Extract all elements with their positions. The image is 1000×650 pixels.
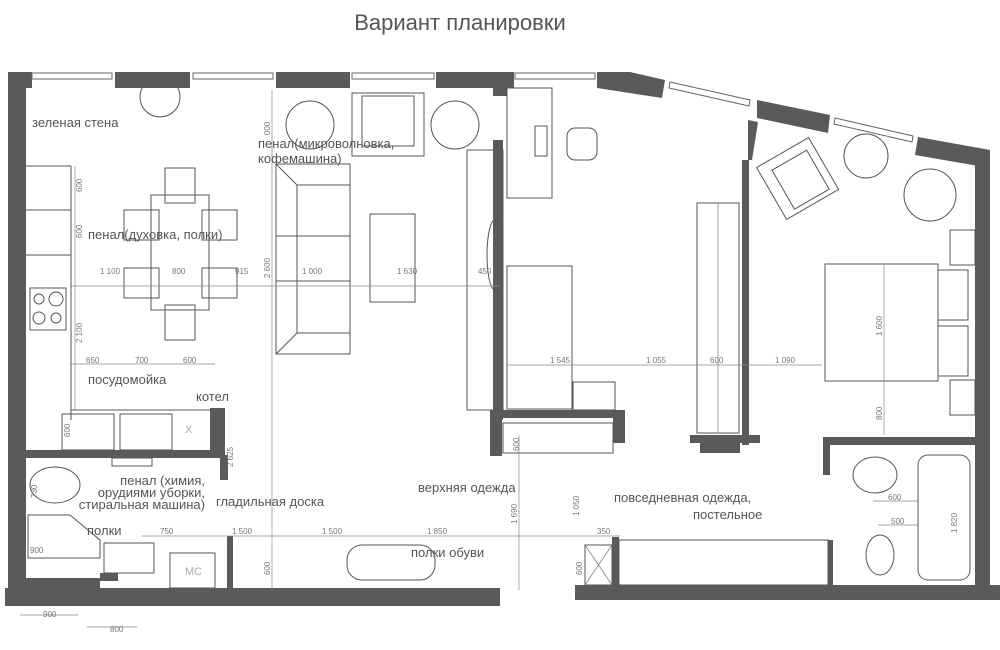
dimension: 600 xyxy=(575,561,584,575)
dimension: 600 xyxy=(63,423,72,437)
dimension: 600 xyxy=(888,493,902,502)
label-shelves: полки xyxy=(87,523,122,538)
dimension: 900 xyxy=(43,610,57,619)
dimension: 600 xyxy=(263,561,272,575)
bed-child xyxy=(506,265,616,411)
label-utility: пенал (химия, xyxy=(120,473,205,488)
label-utility-3: стиральная машина) xyxy=(79,497,205,512)
dimension: 800 xyxy=(875,406,884,420)
dimension: 1 500 xyxy=(232,527,253,536)
double-bed xyxy=(824,229,976,416)
dimension: 600 xyxy=(183,356,197,365)
dimension: 1 500 xyxy=(322,527,343,536)
dimension: 600 xyxy=(75,224,84,238)
coffee-table xyxy=(369,213,416,303)
dimension: 2 600 xyxy=(263,257,272,278)
kitchen-counter xyxy=(26,165,210,467)
dimension: 800 xyxy=(110,625,124,634)
page-title: Вариант планировки xyxy=(354,10,566,35)
label-washer: МС xyxy=(185,566,202,578)
dimension: 800 xyxy=(172,267,186,276)
dimension-lines xyxy=(20,90,918,628)
label-shoes: полки обуви xyxy=(411,545,484,560)
dimension: 650 xyxy=(86,356,100,365)
dimension: 1 000 xyxy=(302,267,323,276)
plants xyxy=(139,76,957,222)
dimension: 1 090 xyxy=(775,356,796,365)
dimension: 700 xyxy=(135,356,149,365)
dimension: 1 600 xyxy=(875,315,884,336)
label-utility-2: орудиями уборки, xyxy=(98,485,205,500)
dimension: 350 xyxy=(597,527,611,536)
annotations: зеленая стена пенал(микроволновка, кофем… xyxy=(32,115,762,578)
label-microwave: пенал(микроволновка, xyxy=(258,136,394,151)
dimension: 1 630 xyxy=(397,267,418,276)
armchair-bedroom xyxy=(755,136,840,221)
dimension: 1 820 xyxy=(950,512,959,533)
dimension: 1 050 xyxy=(572,495,581,516)
dimension: 1 850 xyxy=(427,527,448,536)
round-table xyxy=(843,133,889,179)
desk xyxy=(506,87,598,199)
label-x: X xyxy=(185,424,193,436)
dimension: 1 055 xyxy=(646,356,667,365)
dimensions: 600 600 1 100 800 915 2 600 1 000 1 630 … xyxy=(30,121,959,634)
dimension: 600 xyxy=(710,356,724,365)
dimension: 730 xyxy=(30,484,39,498)
label-oven: пенал(духовка, полки) xyxy=(88,227,222,242)
armchair xyxy=(351,92,425,157)
dimension: 450 xyxy=(478,267,492,276)
label-ironing: гладильная доска xyxy=(216,494,325,509)
dining-table xyxy=(123,167,238,341)
label-green-wall: зеленая стена xyxy=(32,115,119,130)
label-casual: повседневная одежда, xyxy=(614,490,751,505)
label-microwave-2: кофемашина) xyxy=(258,151,342,166)
dimension: 1 100 xyxy=(100,267,121,276)
wardrobe-bedroom xyxy=(696,202,740,434)
dimension: 600 xyxy=(512,437,521,451)
dimension: 900 xyxy=(30,546,44,555)
closets xyxy=(502,422,829,586)
label-dishwasher: посудомойка xyxy=(88,372,167,387)
bathroom xyxy=(27,454,971,589)
label-casual-2: постельное xyxy=(693,507,762,522)
furniture xyxy=(26,76,976,589)
label-boiler: котел xyxy=(196,389,229,404)
dimension: 1 690 xyxy=(510,503,519,524)
dimension: 600 xyxy=(75,178,84,192)
windows xyxy=(31,72,914,143)
label-outerwear: верхняя одежда xyxy=(418,480,516,495)
sofa xyxy=(275,163,351,355)
dimension: 2 625 xyxy=(226,446,235,467)
walls xyxy=(5,72,1000,606)
dimension: 2 100 xyxy=(75,322,84,343)
dimension: 915 xyxy=(235,267,249,276)
dimension: 750 xyxy=(160,527,174,536)
dimension: 000 xyxy=(263,121,272,135)
tv xyxy=(486,219,504,291)
tv-cabinet xyxy=(466,149,504,411)
dimension: 1 545 xyxy=(550,356,571,365)
dimension: 500 xyxy=(891,517,905,526)
